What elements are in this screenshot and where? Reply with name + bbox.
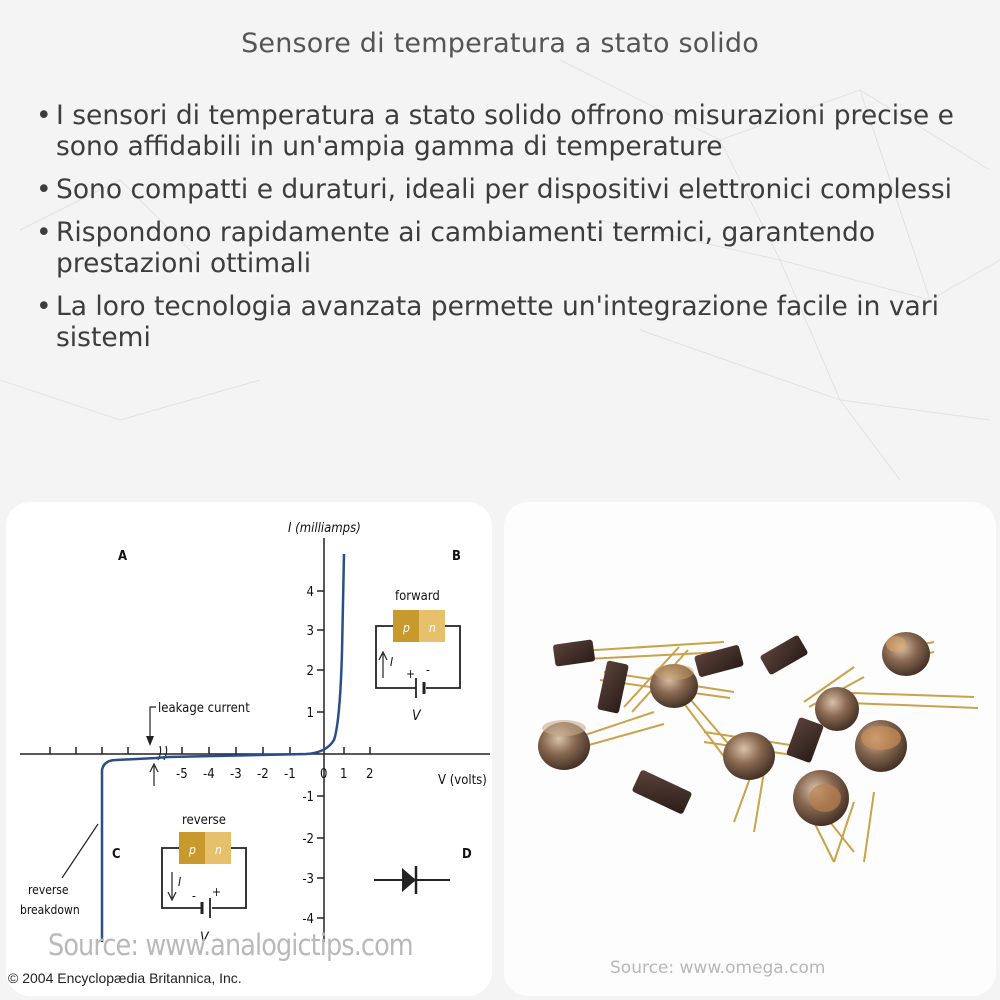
- bullet-text: Sono compatti e duraturi, ideali per dis…: [56, 174, 953, 205]
- voltage-symbol: V: [200, 930, 210, 946]
- quadrant-label-c: C: [112, 847, 121, 862]
- source-caption-left: Source: www.analogictips.com: [48, 928, 414, 962]
- bullet-item: •I sensori di temperatura a stato solido…: [36, 100, 966, 162]
- plus-symbol: +: [406, 667, 415, 681]
- p-region: [393, 610, 419, 642]
- breakdown-label-line2: breakdown: [20, 903, 80, 917]
- copyright-notice: © 2004 Encyclopædia Britannica, Inc.: [8, 970, 242, 986]
- iv-curve: [100, 553, 346, 942]
- bullet-dot: •: [36, 100, 52, 131]
- bullet-item: •Rispondono rapidamente ai cambiamenti t…: [36, 217, 966, 279]
- x-tick-label: -3: [230, 767, 242, 782]
- current-arrow-icon: [378, 650, 388, 678]
- y-tick-label: -4: [302, 912, 314, 927]
- y-tick-label: -3: [302, 872, 314, 887]
- bullet-text: I sensori di temperatura a stato solido …: [56, 100, 954, 162]
- forward-wire: [375, 625, 461, 689]
- current-arrow-icon: [167, 872, 177, 902]
- bullet-dot: •: [36, 174, 52, 205]
- sensor-photo-card: [504, 502, 996, 996]
- quadrant-label-b: B: [452, 549, 461, 564]
- sensor-body: [760, 635, 808, 675]
- bullet-dot: •: [36, 291, 52, 322]
- forward-bias-circuit: forward p n I + - V: [375, 589, 461, 724]
- minus-symbol: -: [192, 889, 196, 903]
- source-caption-right: Source: www.omega.com: [610, 958, 826, 978]
- metal-can: [538, 720, 590, 770]
- quadrant-labels: A B C D: [112, 549, 472, 862]
- bullet-item: •La loro tecnologia avanzata permette un…: [36, 291, 966, 353]
- n-region: [205, 832, 231, 864]
- current-symbol: I: [178, 875, 181, 889]
- sensor-photo: [538, 632, 979, 863]
- breakdown-label-line1: reverse: [28, 883, 69, 897]
- quadrant-label-d: D: [462, 847, 472, 862]
- diode-iv-diagram-card: I (milliamps) V (volts) -5 -4 -3 -2 -1 0…: [6, 502, 492, 996]
- leakage-up-arrow-icon: [149, 762, 159, 786]
- metal-can: [650, 664, 698, 708]
- bullet-list: •I sensori di temperatura a stato solido…: [36, 100, 966, 365]
- breakdown-pointer: [61, 823, 99, 879]
- y-tick-label: -2: [302, 832, 314, 847]
- y-axis-ticks: [317, 590, 324, 919]
- metal-can: [723, 732, 775, 780]
- minus-symbol: -: [426, 663, 430, 677]
- leakage-pointer: [149, 706, 156, 742]
- bullet-text: Rispondono rapidamente ai cambiamenti te…: [56, 217, 876, 279]
- x-axis-label: V (volts): [438, 773, 487, 788]
- n-label: n: [429, 621, 436, 635]
- bullet-item: •Sono compatti e duraturi, ideali per di…: [36, 174, 966, 205]
- n-region: [419, 610, 445, 642]
- metal-can-sensors: [538, 632, 930, 826]
- x-tick-label: -4: [203, 767, 215, 782]
- p-region: [179, 832, 205, 864]
- metal-can: [855, 720, 907, 772]
- diode-symbol-icon: [374, 866, 450, 894]
- x-axis-ticks: [49, 747, 371, 754]
- y-tick-label: 3: [307, 624, 314, 639]
- x-tick-label: 0: [320, 767, 327, 782]
- y-axis-label: I (milliamps): [288, 521, 361, 536]
- metal-can: [793, 770, 849, 826]
- plus-symbol: +: [212, 885, 221, 899]
- voltage-symbol: V: [412, 708, 422, 724]
- x-tick-label: 2: [366, 767, 373, 782]
- bullet-text: La loro tecnologia avanzata permette un'…: [56, 291, 940, 353]
- forward-label: forward: [395, 589, 440, 604]
- metal-can: [882, 632, 930, 676]
- page-title: Sensore di temperatura a stato solido: [241, 28, 759, 59]
- x-tick-label: -1: [284, 767, 296, 782]
- y-tick-label: 4: [307, 585, 314, 600]
- y-tick-labels: 4 3 2 1 -1 -2 -3 -4: [302, 585, 314, 927]
- metal-can: [815, 687, 859, 731]
- y-tick-label: 1: [307, 706, 314, 721]
- leakage-label: leakage current: [158, 701, 250, 716]
- sensor-body: [553, 639, 595, 667]
- current-symbol: I: [390, 655, 393, 669]
- plastic-sensor-bodies: [553, 635, 824, 814]
- sensor-body: [597, 660, 629, 714]
- y-tick-label: 2: [307, 664, 314, 679]
- reverse-label: reverse: [182, 813, 226, 828]
- p-label: p: [188, 843, 196, 857]
- leakage-arrow-icon: [146, 736, 154, 746]
- x-tick-label: 1: [340, 767, 347, 782]
- quadrant-label-a: A: [118, 549, 127, 564]
- sensor-body: [694, 645, 744, 677]
- bullet-dot: •: [36, 217, 52, 248]
- x-tick-labels: -5 -4 -3 -2 -1 0 1 2: [176, 767, 373, 782]
- p-label: p: [402, 621, 410, 635]
- reverse-wire: [161, 847, 247, 909]
- sensor-body: [786, 717, 824, 763]
- x-tick-label: -5: [176, 767, 188, 782]
- n-label: n: [215, 843, 222, 857]
- y-tick-label: -1: [302, 790, 314, 805]
- sensor-body: [632, 770, 692, 814]
- diode-iv-diagram: I (milliamps) V (volts) -5 -4 -3 -2 -1 0…: [20, 521, 490, 946]
- reverse-bias-circuit: reverse p n I - + V: [161, 813, 247, 946]
- x-tick-label: -2: [257, 767, 269, 782]
